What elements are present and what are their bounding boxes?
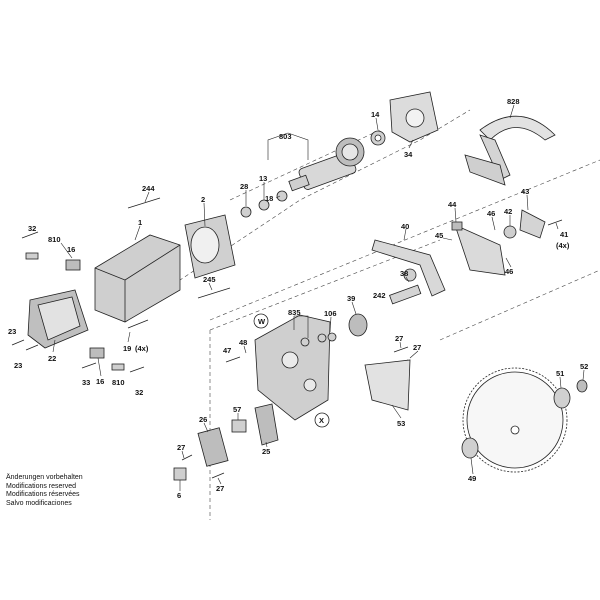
label-22: 22 — [48, 354, 56, 363]
stator — [184, 214, 236, 279]
guard-arm — [371, 239, 446, 297]
label-6: 6 — [177, 491, 181, 500]
callout-circles — [253, 313, 330, 428]
label-19: 19 — [123, 344, 131, 353]
notice-line-es: Salvo modificaciones — [6, 499, 72, 507]
label-28: 28 — [240, 182, 248, 191]
label-23b: 23 — [14, 361, 22, 370]
notice-line-en: Modifications reserved — [6, 482, 77, 490]
saw-blade — [462, 367, 568, 473]
label-27d: 27 — [216, 484, 224, 493]
brush-holders — [25, 252, 125, 371]
label-1: 1 — [138, 218, 142, 227]
label-42: 42 — [504, 207, 512, 216]
label-803: 803 — [279, 132, 292, 141]
label-26: 26 — [199, 415, 207, 424]
label-38: 38 — [400, 269, 408, 278]
label-242: 242 — [373, 291, 386, 300]
label-46b: 46 — [505, 267, 513, 276]
armature — [288, 137, 365, 192]
label-106: 106 — [324, 309, 337, 318]
label-40: 40 — [401, 222, 409, 231]
label-52: 52 — [580, 362, 588, 371]
label-18: 18 — [265, 194, 273, 203]
notice-line-de: Änderungen vorbehalten — [6, 474, 83, 481]
brush-springs — [127, 197, 231, 299]
fan-housing — [389, 91, 439, 143]
label-w: W — [258, 317, 266, 326]
bearing-14 — [370, 130, 386, 146]
callout-w-circle — [253, 313, 269, 329]
blade-guard — [464, 115, 556, 186]
label-34: 34 — [404, 150, 413, 159]
label-25: 25 — [262, 447, 270, 456]
label-16a: 16 — [67, 245, 75, 254]
label-810a: 810 — [48, 235, 61, 244]
part-labels: 803 828 14 34 244 2 28 13 18 43 44 46 42… — [8, 97, 588, 500]
label-4x-a: (4x) — [556, 241, 570, 250]
label-810b: 810 — [112, 378, 125, 387]
label-46a: 46 — [487, 209, 495, 218]
spindle — [389, 268, 422, 305]
label-39: 39 — [347, 294, 355, 303]
modifications-notice: Änderungen vorbehalten Modifications res… — [6, 474, 176, 508]
callout-x-circle — [314, 412, 330, 428]
label-828: 828 — [507, 97, 520, 106]
label-45: 45 — [435, 231, 443, 240]
switch-parts — [173, 403, 279, 481]
label-47: 47 — [223, 346, 231, 355]
gear-housing — [254, 314, 331, 421]
pinion-parts — [300, 313, 368, 347]
guide-plate — [364, 359, 411, 411]
label-41: 41 — [560, 230, 568, 239]
label-51: 51 — [556, 369, 564, 378]
guard-linkage — [451, 209, 546, 276]
label-48: 48 — [239, 338, 247, 347]
label-27c: 27 — [177, 443, 185, 452]
label-16b: 16 — [96, 377, 104, 386]
label-23a: 23 — [8, 327, 16, 336]
label-13: 13 — [259, 174, 267, 183]
label-33: 33 — [82, 378, 90, 387]
end-cap — [27, 289, 89, 349]
label-27a: 27 — [395, 334, 403, 343]
label-44: 44 — [448, 200, 457, 209]
label-835: 835 — [288, 308, 301, 317]
label-4x-b: (4x) — [135, 344, 149, 353]
label-244: 244 — [142, 184, 155, 193]
label-27b: 27 — [413, 343, 421, 352]
small-bearings — [240, 190, 288, 218]
label-32b: 32 — [135, 388, 143, 397]
label-245: 245 — [203, 275, 216, 284]
notice-line-fr: Modifications réservées — [6, 491, 80, 499]
label-x: X — [319, 416, 324, 425]
flanges — [461, 379, 588, 459]
leader-lines — [52, 104, 585, 491]
label-2: 2 — [201, 195, 205, 204]
label-14: 14 — [371, 110, 380, 119]
label-32a: 32 — [28, 224, 36, 233]
label-53: 53 — [397, 419, 405, 428]
label-57: 57 — [233, 405, 241, 414]
label-49: 49 — [468, 474, 476, 483]
label-43: 43 — [521, 187, 529, 196]
motor-housing — [94, 234, 181, 323]
